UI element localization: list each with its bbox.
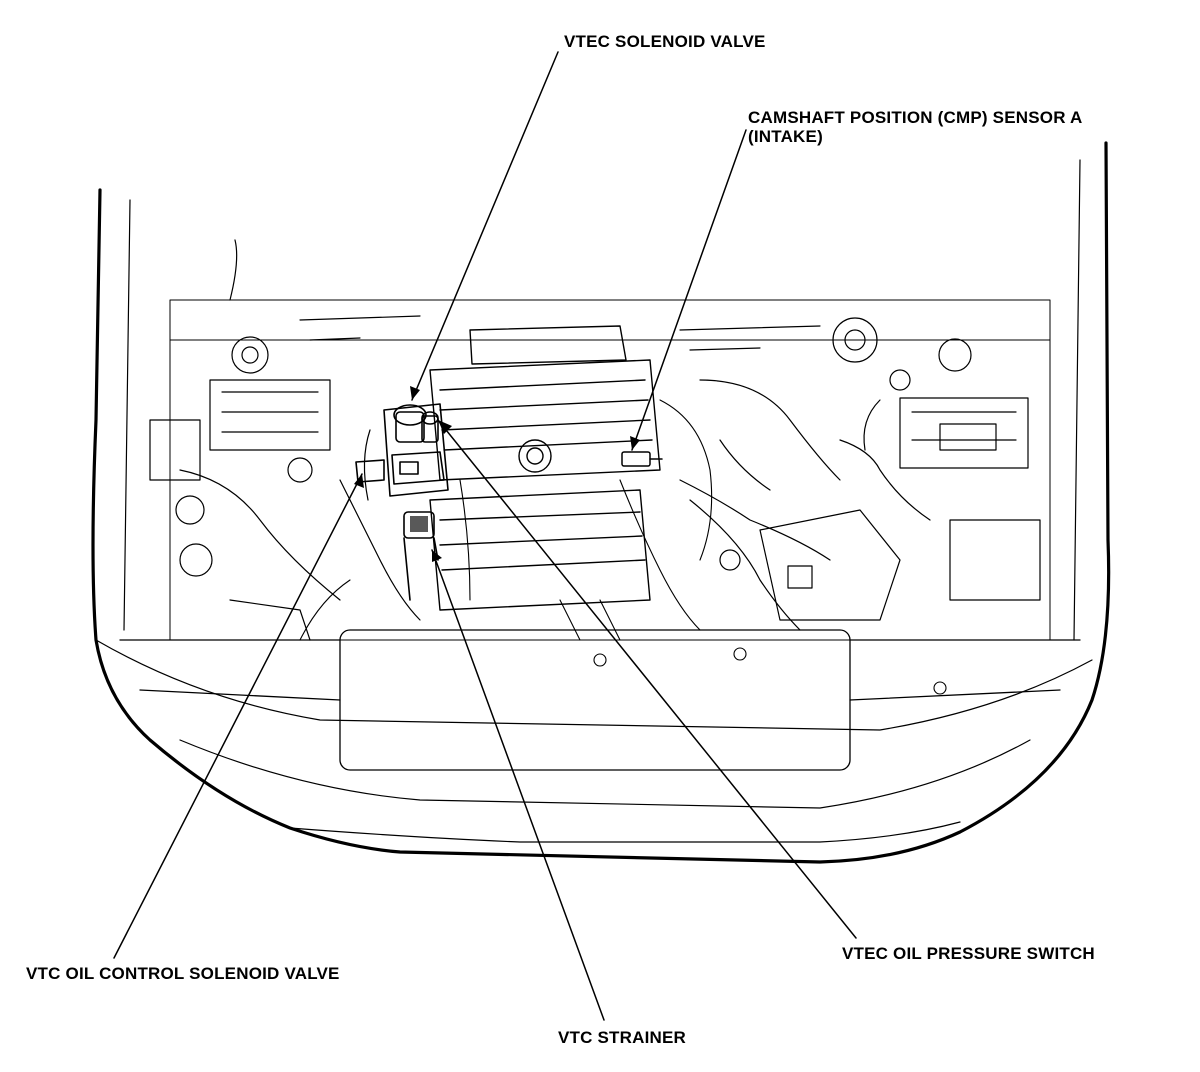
label-vtec-solenoid-valve: VTEC SOLENOID VALVE: [564, 32, 766, 51]
leader-lines: [113, 51, 857, 1021]
right-components: [679, 317, 1041, 631]
leader-vtc-strainer: [431, 549, 605, 1021]
label-cmp-sensor-line2: (INTAKE): [748, 127, 823, 146]
car-body-outline: [91, 141, 1111, 864]
vtec-solenoid-assembly: [355, 403, 449, 601]
left-components: [149, 239, 421, 641]
leader-arrowheads: [354, 386, 640, 562]
label-vtec-solenoid-valve-text: VTEC SOLENOID VALVE: [564, 32, 766, 51]
label-cmp-sensor-line1: CAMSHAFT POSITION (CMP) SENSOR A: [748, 108, 1083, 127]
label-cmp-sensor: CAMSHAFT POSITION (CMP) SENSOR A (INTAKE…: [748, 108, 1082, 146]
label-vtc-strainer-text: VTC STRAINER: [558, 1028, 687, 1047]
fender-inner-lines: [95, 159, 1093, 843]
leader-vtc-oil-control: [113, 473, 363, 959]
hoses-and-harness: [299, 399, 947, 695]
label-vtc-oil-control-solenoid-valve: VTC OIL CONTROL SOLENOID VALVE: [26, 964, 340, 983]
label-vtec-oil-pressure-switch: VTEC OIL PRESSURE SWITCH: [842, 944, 1095, 963]
cmp-sensor: [621, 451, 663, 467]
label-vtec-oil-pressure-switch-text: VTEC OIL PRESSURE SWITCH: [842, 944, 1095, 963]
label-vtc-oil-control-solenoid-valve-text: VTC OIL CONTROL SOLENOID VALVE: [26, 964, 340, 983]
leader-vtec-oil-pressure: [437, 419, 857, 939]
cylinder-head-cover: [429, 325, 661, 611]
leader-vtec-solenoid: [411, 51, 559, 401]
label-vtc-strainer: VTC STRAINER: [558, 1028, 686, 1047]
radiator-support: [119, 299, 1081, 771]
leader-cmp-sensor: [631, 129, 747, 451]
